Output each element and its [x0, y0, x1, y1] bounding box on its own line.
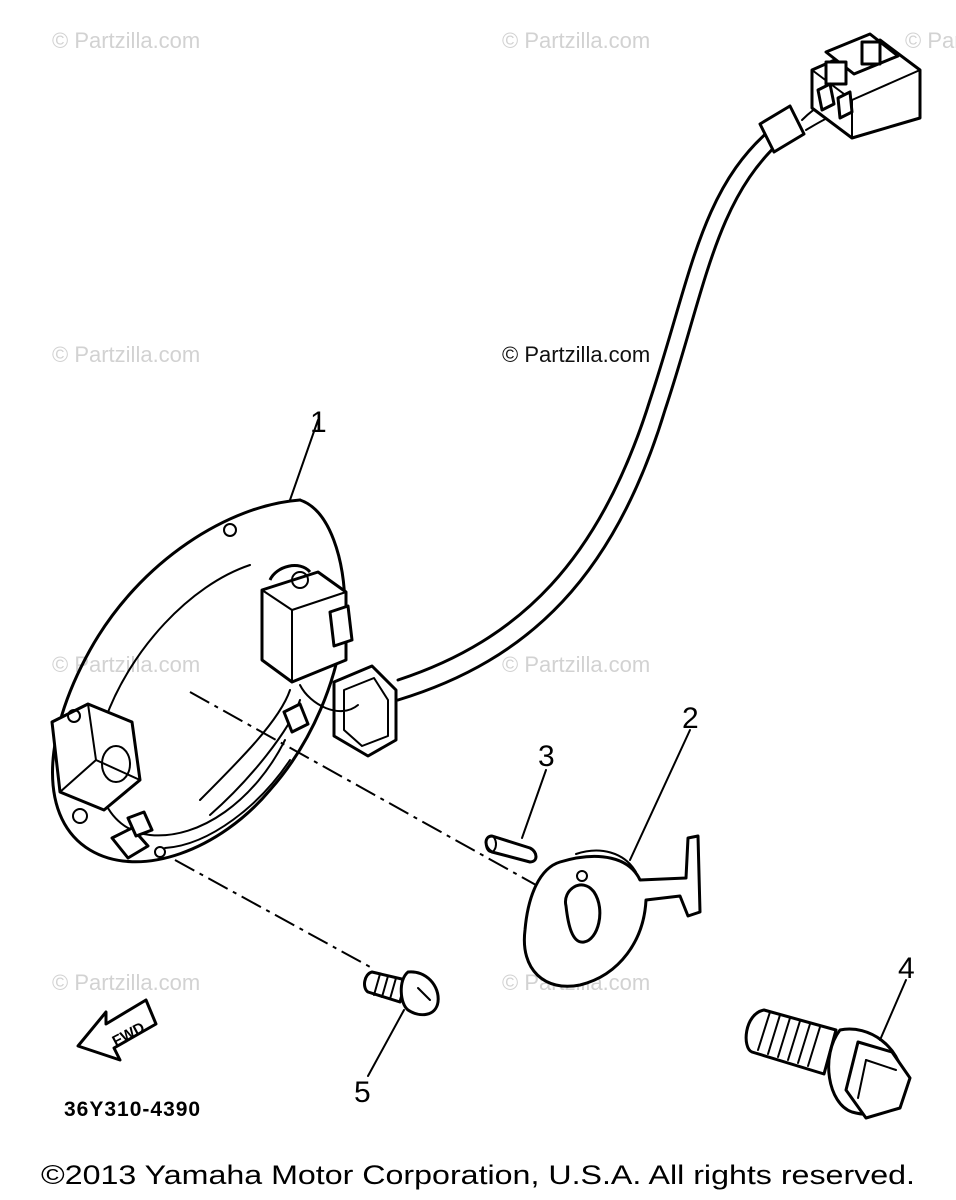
watermark: © Partzilla.com: [905, 28, 956, 53]
part-1-base-plate: [50, 498, 398, 864]
watermark: © Partzilla.com: [52, 342, 200, 367]
leader-line-3: [521, 769, 547, 839]
watermark: © Partzilla.com: [52, 28, 200, 53]
part-2-rotor: [522, 834, 702, 988]
wire-harness: [396, 99, 837, 702]
fwd-arrow-icon: FWD: [76, 998, 158, 1062]
leader-line-2: [629, 729, 691, 861]
center-watermark: © Partzilla.com: [502, 342, 650, 367]
copyright-notice: ©2013 Yamaha Motor Corporation, U.S.A. A…: [41, 1160, 915, 1190]
alignment-line-shaft: [189, 691, 546, 891]
part-3-dowel-pin: [484, 834, 538, 864]
alignment-line-screw: [174, 859, 373, 969]
part-4-flange-bolt: [744, 1008, 912, 1120]
callout-2: 2: [682, 702, 699, 735]
callout-1: 1: [310, 406, 327, 439]
part-5-screw: [363, 970, 440, 1017]
callout-5: 5: [354, 1076, 371, 1109]
watermark: © Partzilla.com: [502, 28, 650, 53]
watermark: © Partzilla.com: [52, 970, 200, 995]
leader-line-4: [879, 979, 907, 1041]
diagram-code: 36Y310-4390: [64, 1098, 201, 1121]
callout-4: 4: [898, 952, 915, 985]
callout-3: 3: [538, 740, 555, 773]
leader-line-5: [367, 1009, 405, 1077]
coupler-connector: [810, 32, 922, 140]
watermark: © Partzilla.com: [502, 652, 650, 677]
leader-line-1: [289, 419, 319, 501]
